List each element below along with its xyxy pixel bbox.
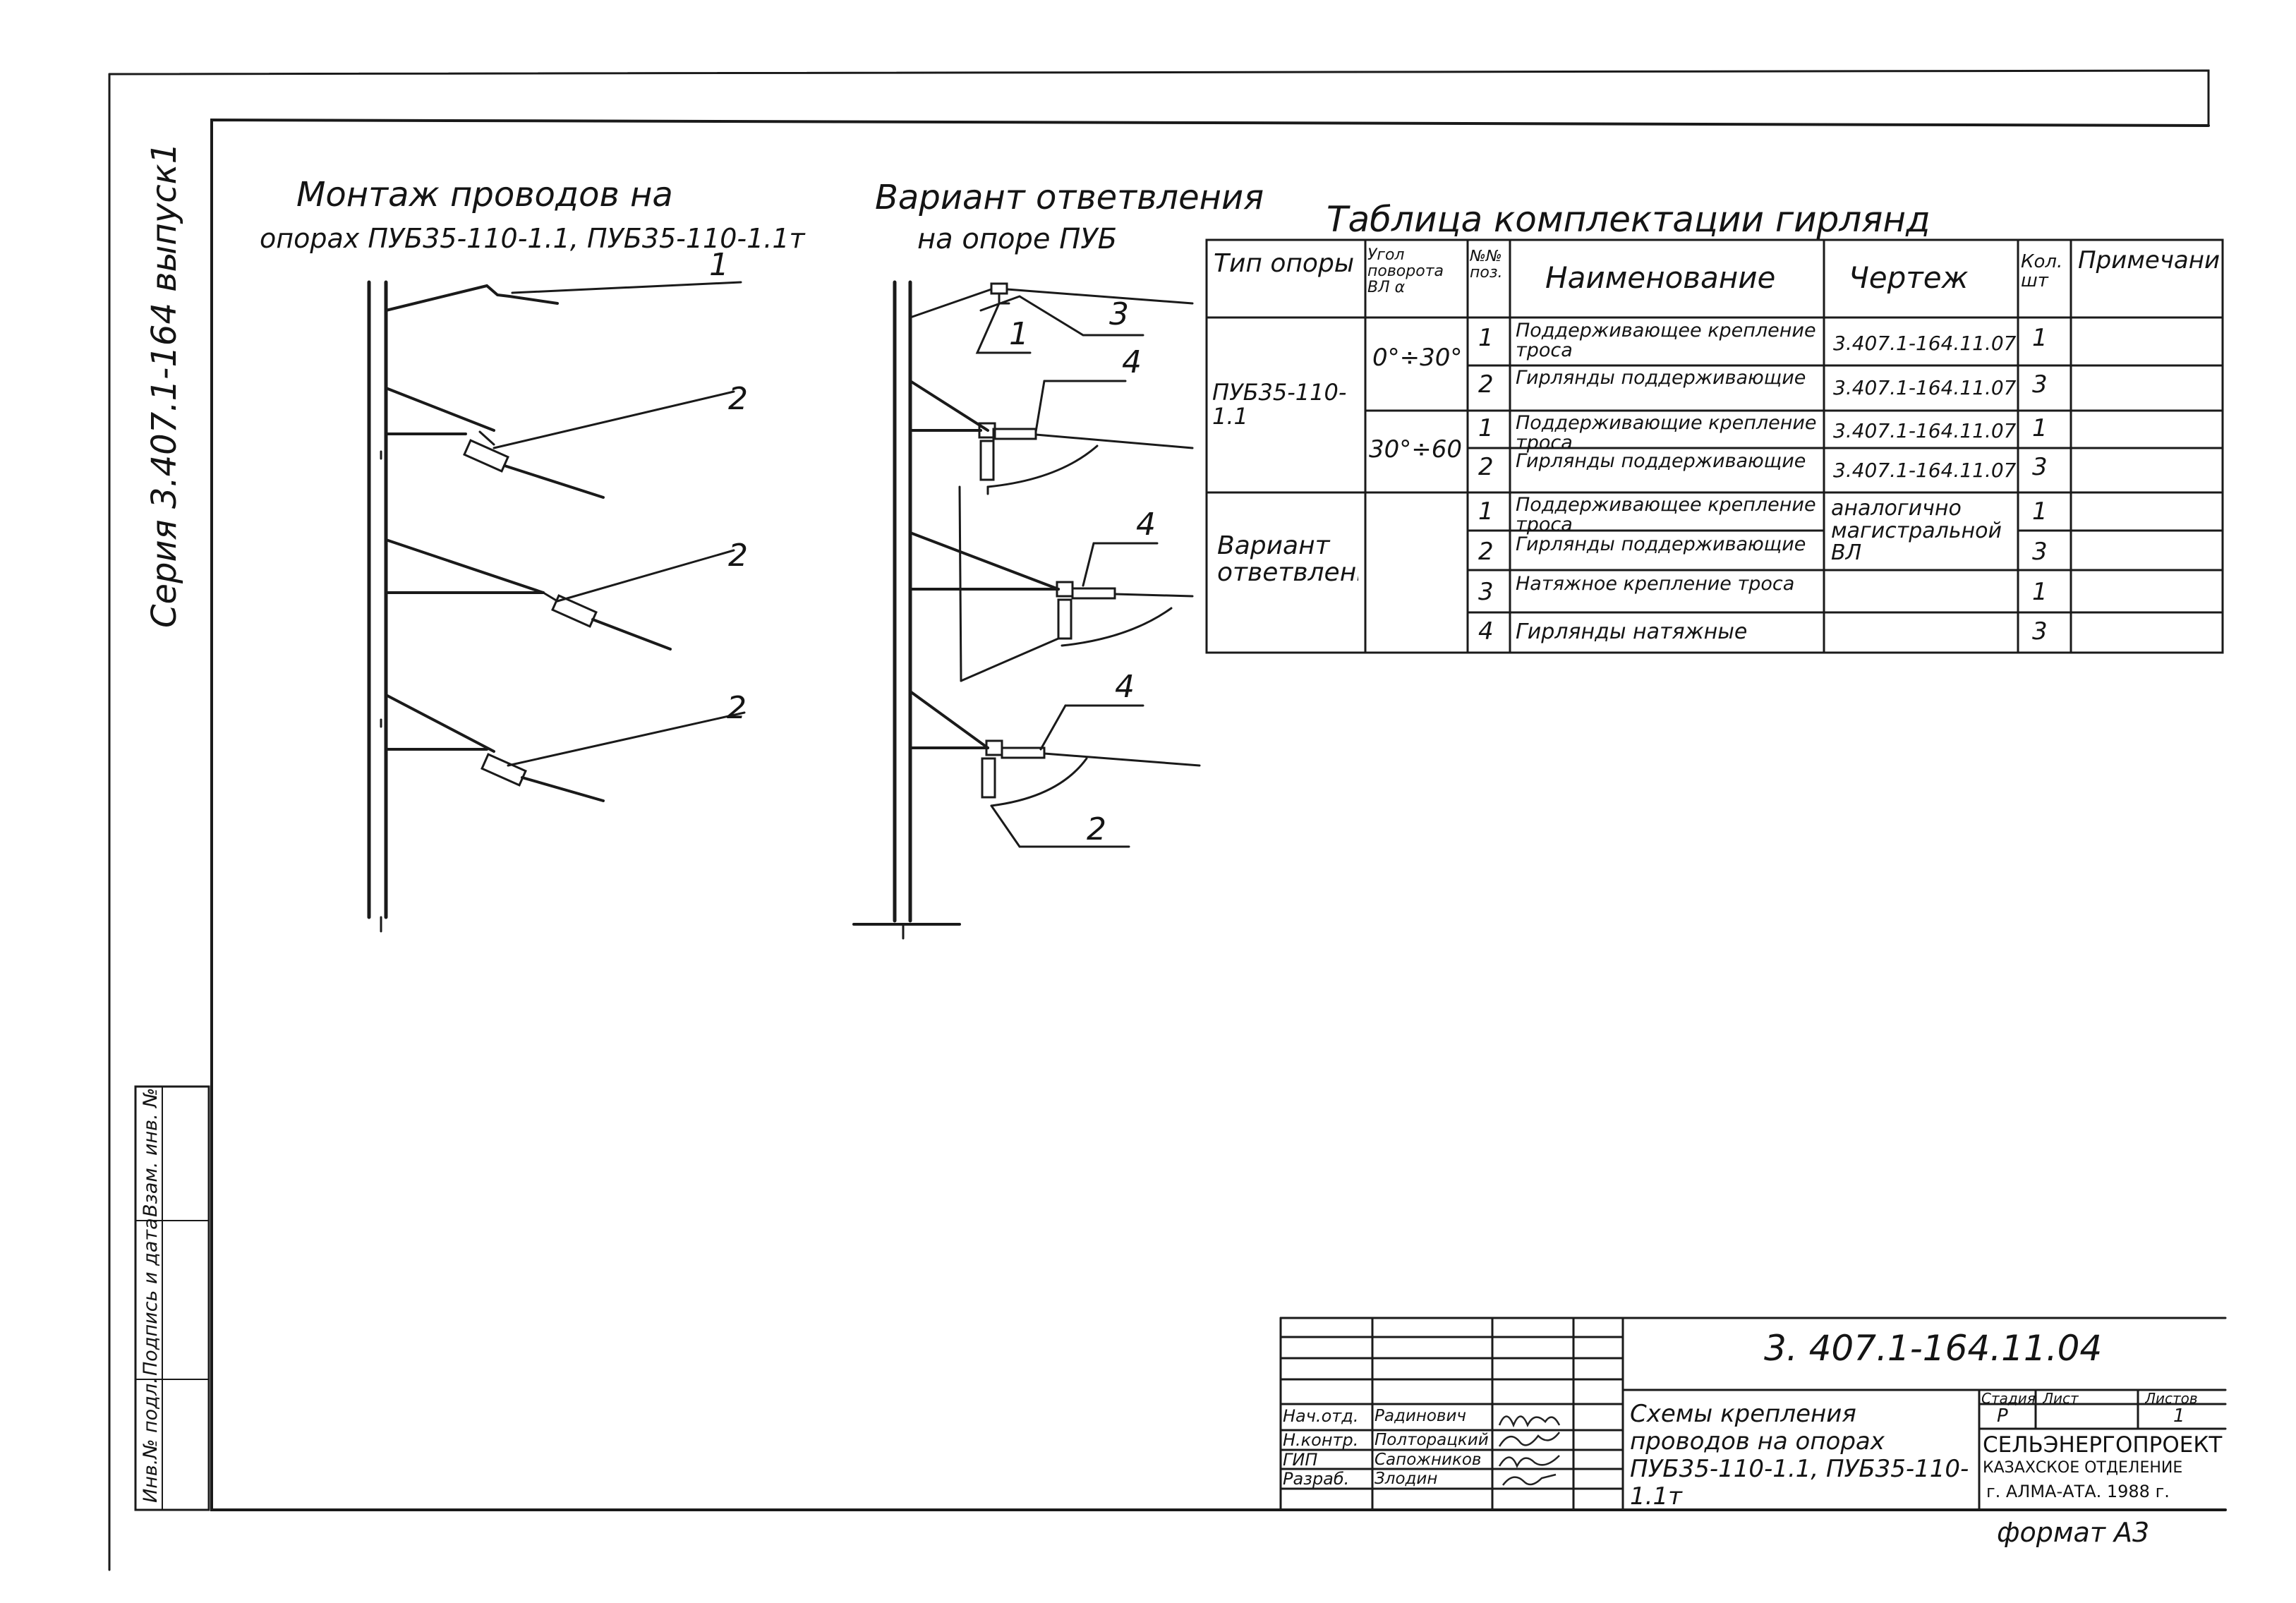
hdr-type: Тип опоры — [1214, 250, 1355, 277]
name-4: Злодин — [1374, 1470, 1438, 1488]
hdr-drawing: Чертеж — [1849, 262, 1969, 294]
hdr-pos: №№ поз. — [1470, 248, 1503, 282]
row3-qty: 1 — [2032, 416, 2048, 442]
stage-value: Р — [1997, 1407, 2008, 1427]
row2-pos: 2 — [1478, 373, 1494, 398]
row6-pos: 2 — [1478, 540, 1494, 565]
role-nach-otd: Нач.отд. — [1283, 1408, 1359, 1426]
diagram2-label-4a: 4 — [1122, 344, 1142, 380]
diagram1-title-line2: опорах ПУБ35-110-1.1, ПУБ35-110-1.1т — [260, 223, 805, 254]
diagram1-label-2a: 2 — [728, 381, 748, 417]
diagram2-label-4c: 4 — [1115, 669, 1135, 705]
row4-pos: 2 — [1478, 455, 1494, 480]
row7-qty: 1 — [2032, 580, 2048, 605]
row8-pos: 4 — [1478, 619, 1494, 645]
diagram2-title-line1: Вариант ответвления — [875, 178, 1264, 217]
row5-name: Поддерживающее крепление троса — [1516, 495, 1816, 536]
diagram2-title-line2: на опоре ПУБ — [917, 223, 1118, 255]
row3-pos: 1 — [1478, 416, 1494, 442]
drawing-code: 3. 407.1-164.11.04 — [1764, 1328, 2103, 1369]
org-line3: г. АЛМА-АТА. 1988 г. — [1986, 1482, 2170, 1501]
row1-drawing: 3.407.1-164.11.07 — [1833, 333, 2017, 354]
row1-qty: 1 — [2032, 326, 2048, 351]
name-2: Полторацкий — [1374, 1432, 1489, 1449]
org-line1: СЕЛЬЭНЕРГОПРОЕКТ — [1983, 1432, 2223, 1458]
row5-pos: 1 — [1478, 500, 1494, 525]
diagram1-label-2b: 2 — [728, 538, 748, 574]
diagram2-label-3: 3 — [1109, 296, 1129, 332]
name-1: Радинович — [1374, 1408, 1467, 1425]
stage-header: Стадия — [1981, 1391, 2035, 1406]
group2-drawing: аналогично магистральной ВЛ — [1831, 497, 2002, 564]
row4-name: Гирлянды поддерживающие — [1516, 452, 1806, 472]
row7-pos: 3 — [1478, 580, 1494, 605]
group1-type: ПУБ35-110-1.1 — [1212, 381, 1347, 429]
pole-diagram-1 — [367, 280, 746, 933]
row2-name: Гирлянды поддерживающие — [1516, 368, 1806, 389]
sheets-header: Листов — [2145, 1391, 2198, 1406]
row4-drawing: 3.407.1-164.11.07 — [1833, 460, 2017, 481]
title-block-grid — [1279, 1317, 2227, 1511]
row5-qty: 1 — [2032, 500, 2048, 525]
table-title: Таблица комплектации гирлянд — [1327, 199, 1931, 240]
row3-drawing: 3.407.1-164.11.07 — [1833, 421, 2017, 442]
sheet-header: Лист — [2043, 1391, 2079, 1406]
row2-qty: 3 — [2032, 373, 2048, 398]
row6-name: Гирлянды поддерживающие — [1516, 535, 1806, 555]
role-gip: ГИП — [1283, 1451, 1318, 1470]
diagram2-label-4b: 4 — [1136, 507, 1156, 543]
row8-name: Гирлянды натяжные — [1516, 621, 1748, 643]
hdr-angle: Угол поворота ВЛ α — [1367, 247, 1444, 296]
drawing-title: Схемы крепления проводов на опорах ПУБ35… — [1630, 1401, 1969, 1511]
role-n-kontr: Н.контр. — [1283, 1432, 1359, 1450]
name-3: Сапожников — [1374, 1451, 1482, 1469]
row1-name: Поддерживающее крепление троса — [1516, 321, 1816, 361]
diagram1-label-2c: 2 — [727, 690, 747, 726]
role-razrab: Разраб. — [1283, 1470, 1350, 1489]
hdr-qty: Кол. шт — [2021, 253, 2063, 291]
format-label: формат А3 — [1997, 1517, 2150, 1548]
row7-name: Натяжное крепление троса — [1516, 574, 1795, 595]
hdr-name: Наименование — [1545, 262, 1776, 294]
row8-qty: 3 — [2032, 619, 2048, 645]
hdr-note: Примечание — [2078, 248, 2219, 274]
row1-pos: 1 — [1478, 326, 1494, 351]
table-grid — [1205, 238, 2224, 654]
sheets-value: 1 — [2173, 1407, 2185, 1427]
group1-angle-a: 0°÷30° — [1372, 346, 1463, 371]
diagram1-title-line1: Монтаж проводов на — [296, 175, 673, 214]
row6-qty: 3 — [2032, 540, 2048, 565]
row2-drawing: 3.407.1-164.11.07 — [1833, 377, 2017, 399]
row4-qty: 3 — [2032, 455, 2048, 480]
row3-name: Поддерживающие крепление троса — [1516, 413, 1817, 454]
diagram2-label-2: 2 — [1087, 811, 1106, 847]
group2-type: Вариант ответвления — [1217, 533, 1358, 586]
pole-diagram-2 — [852, 280, 1201, 940]
diagram2-label-1: 1 — [1009, 316, 1029, 352]
group1-angle-b: 30°÷60° — [1369, 437, 1464, 463]
diagram1-label-1: 1 — [709, 247, 729, 283]
org-line2: КАЗАХСКОЕ ОТДЕЛЕНИЕ — [1983, 1459, 2183, 1477]
